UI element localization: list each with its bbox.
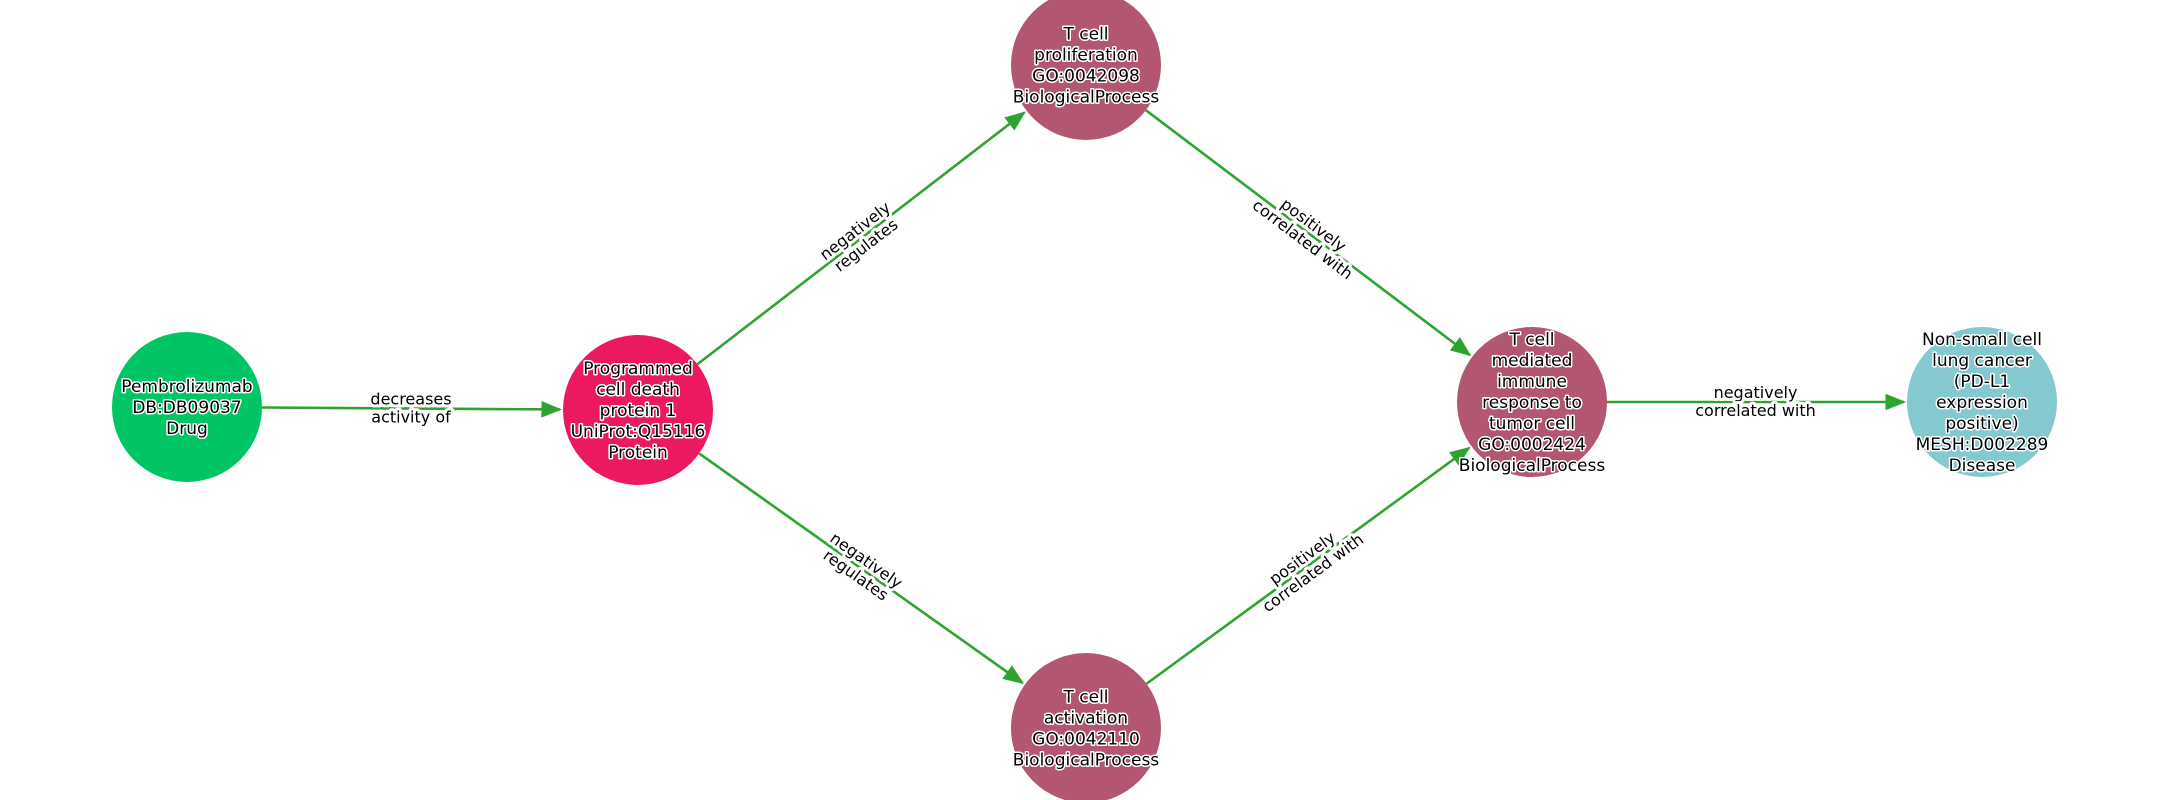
edge-pembrolizumab-to-pd-1	[261, 401, 563, 418]
edge-label-t-cell-activation-to-t-cell-immune-response: positivelycorrelated with	[1248, 515, 1367, 616]
node-circle-t-cell-immune-response	[1457, 327, 1607, 477]
edge-label-t-cell-proliferation-to-t-cell-immune-response: positivelycorrelated with	[1249, 181, 1367, 283]
node-circle-t-cell-activation	[1011, 653, 1161, 800]
edge-label-pd-1-to-t-cell-activation: negativelyregulates	[816, 528, 906, 607]
edge-label-pd-1-to-t-cell-proliferation: negativelyregulates	[816, 198, 905, 279]
edge-pd-1-to-t-cell-proliferation	[696, 111, 1026, 366]
node-circle-t-cell-proliferation	[1011, 0, 1161, 140]
edge-pd-1-to-t-cell-activation	[698, 452, 1025, 685]
edge-t-cell-activation-to-t-cell-immune-response	[1145, 446, 1471, 685]
edge-t-cell-proliferation-to-t-cell-immune-response	[1145, 109, 1472, 357]
node-circle-nsclc	[1907, 327, 2057, 477]
node-circle-pd-1	[563, 335, 713, 485]
node-circle-pembrolizumab	[112, 332, 262, 482]
